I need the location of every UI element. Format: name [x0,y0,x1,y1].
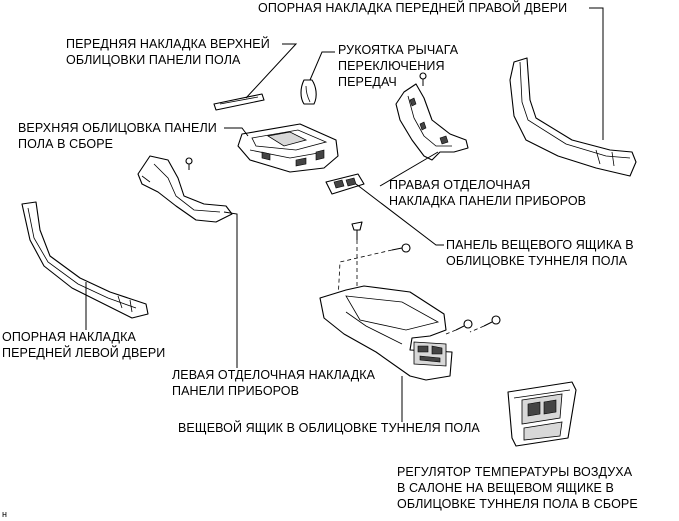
label-line: ОБЛИЦОВКИ ПАНЕЛИ ПОЛА [66,53,241,67]
screw-top-part [351,221,363,240]
label-front-right-door-scuff: ОПОРНАЯ НАКЛАДКА ПЕРЕДНЕЙ ПРАВОЙ ДВЕРИ [258,0,567,16]
label-line: ПЕРЕДНЯЯ НАКЛАДКА ВЕРХНЕЙ [66,37,270,51]
label-line: ОПОРНАЯ НАКЛАДКА [2,330,136,344]
label-line: ПОЛА В СБОРЕ [18,137,114,151]
label-console-box-panel: ПАНЕЛЬ ВЕЩЕВОГО ЯЩИКА В ОБЛИЦОВКЕ ТУННЕЛ… [446,237,634,269]
label-line: РЕГУЛЯТОР ТЕМПЕРАТУРЫ ВОЗДУХА [397,465,633,479]
label-rear-air-control-assy: РЕГУЛЯТОР ТЕМПЕРАТУРЫ ВОЗДУХА В САЛОНЕ Н… [397,464,638,512]
screw-middle-part [391,243,411,253]
console-box-part [319,285,453,381]
label-line: ПАНЕЛЬ ВЕЩЕВОГО ЯЩИКА В [446,238,634,252]
label-line: ВЕЩЕВОЙ ЯЩИК В ОБЛИЦОВКЕ ТУННЕЛЯ ПОЛА [178,421,480,435]
label-shift-lever-knob: РУКОЯТКА РЫЧАГА ПЕРЕКЛЮЧЕНИЯ ПЕРЕДАЧ [338,42,458,90]
label-upper-console-front-trim: ПЕРЕДНЯЯ НАКЛАДКА ВЕРХНЕЙ ОБЛИЦОВКИ ПАНЕ… [66,36,270,68]
label-line: ОБЛИЦОВКЕ ТУННЕЛЯ ПОЛА В СБОРЕ [397,497,638,511]
label-line: ПЕРЕДАЧ [338,75,397,89]
label-line: ВЕРХНЯЯ ОБЛИЦОВКА ПАНЕЛИ [18,121,217,135]
label-console-box: ВЕЩЕВОЙ ЯЩИК В ОБЛИЦОВКЕ ТУННЕЛЯ ПОЛА [178,420,480,436]
upper-console-panel-assembly-part [237,123,339,173]
screw-right-b-part [483,315,501,327]
label-line: ПЕРЕДНЕЙ ЛЕВОЙ ДВЕРИ [2,346,166,360]
label-front-left-door-scuff: ОПОРНАЯ НАКЛАДКА ПЕРЕДНЕЙ ЛЕВОЙ ДВЕРИ [2,329,165,361]
right-instrument-side-trim-part [395,83,469,161]
corner-mark: н [2,509,8,519]
screw-right-a-part [455,319,473,331]
upper-console-front-trim-part [213,93,265,111]
label-line: В САЛОНЕ НА ВЕЩЕВОМ ЯЩИКЕ В [397,481,614,495]
left-instrument-side-trim-part [137,155,233,223]
label-line: ОПОРНАЯ НАКЛАДКА ПЕРЕДНЕЙ ПРАВОЙ ДВЕРИ [258,1,568,15]
leader-lines [85,7,604,422]
label-line: НАКЛАДКА ПАНЕЛИ ПРИБОРОВ [389,194,587,208]
front-left-door-scuff-plate-part [21,201,149,319]
label-right-instrument-side-trim: ПРАВАЯ ОТДЕЛОЧНАЯ НАКЛАДКА ПАНЕЛИ ПРИБОР… [389,177,586,209]
shift-lever-knob-part [300,79,317,105]
front-right-door-scuff-plate-part [509,57,637,177]
label-line: РУКОЯТКА РЫЧАГА [338,43,459,57]
label-line: ПЕРЕКЛЮЧЕНИЯ [338,59,445,73]
label-line: ОБЛИЦОВКЕ ТУННЕЛЯ ПОЛА [446,254,628,268]
clip-left-trim-part [185,157,193,170]
label-line: ПАНЕЛИ ПРИБОРОВ [172,384,300,398]
label-left-instrument-side-trim: ЛЕВАЯ ОТДЕЛОЧНАЯ НАКЛАДКА ПАНЕЛИ ПРИБОРО… [172,367,375,399]
clip-right-trim-part [419,72,427,86]
console-box-panel-part [325,173,365,195]
label-line: ЛЕВАЯ ОТДЕЛОЧНАЯ НАКЛАДКА [172,368,376,382]
rear-air-control-assembly-part [507,381,577,447]
label-line: ПРАВАЯ ОТДЕЛОЧНАЯ [389,178,531,192]
label-upper-console-panel-assy: ВЕРХНЯЯ ОБЛИЦОВКА ПАНЕЛИ ПОЛА В СБОРЕ [18,120,217,152]
